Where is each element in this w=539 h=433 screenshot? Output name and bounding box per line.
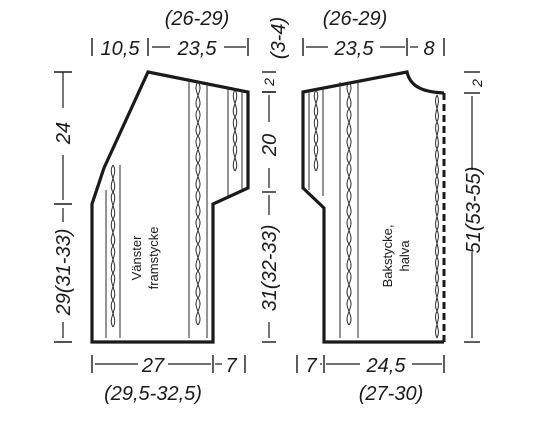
left-top-segment-a: 10,5 [101, 38, 141, 60]
left-front-piece: Vänster framstycke [90, 70, 250, 344]
cable-column-back-center [339, 80, 359, 338]
back-half-outline [301, 70, 445, 344]
left-piece-name-line1: Vänster [129, 235, 144, 280]
left-piece-name-line2: framstycke [146, 227, 161, 290]
right-total-length-sizes: 51(53-55) [463, 167, 485, 254]
left-front-outline [90, 70, 250, 344]
left-top-segment-b: 23,5 [177, 38, 218, 60]
cable-column-back-right [435, 94, 439, 339]
left-top-width-sizes: (26-29) [165, 8, 229, 30]
back-piece-name-line2: halva [397, 240, 412, 272]
cable-column-right [227, 88, 243, 196]
right-top-segment-a: 23,5 [334, 38, 375, 60]
left-lower-length-sizes: 29(31-33) [53, 229, 75, 317]
right-bottom-dimensions: 7 24,5 (27-30) [296, 355, 445, 405]
right-bottom-band: 7 [305, 355, 317, 377]
left-shoulder-slope-sizes: (3-4) [268, 17, 290, 59]
left-bottom-dimensions: 27 7 (29,5-32,5) [91, 355, 246, 405]
left-bottom-width-sizes: (29,5-32,5) [104, 383, 202, 405]
middle-armhole-depth: 20 [259, 134, 281, 157]
left-top-dimensions: (26-29) 10,5 23,5 [91, 8, 249, 60]
left-vertical-dimensions: 24 29(31-33) [53, 71, 75, 343]
right-top-segment-b: 8 [423, 38, 434, 60]
right-vertical-dimensions: 2 51(53-55) [463, 71, 485, 343]
middle-lower-length-sizes: 31(32-33) [259, 225, 281, 312]
middle-vertical-dimensions: 20 31(32-33) [259, 91, 281, 343]
left-armhole-depth: 24 [53, 122, 75, 145]
right-top-width-sizes: (26-29) [323, 8, 387, 30]
left-bottom-width: 27 [141, 355, 165, 377]
cable-column-left [105, 164, 121, 338]
back-piece-name-line1: Bakstycke, [380, 225, 395, 288]
left-shoulder-slope: (3-4) 2 [261, 17, 290, 93]
left-bottom-band: 7 [225, 355, 237, 377]
cable-column-center [188, 80, 208, 338]
right-shoulder-slope: 2 [469, 79, 485, 88]
left-shoulder-slope-small: 2 [261, 78, 277, 87]
right-bottom-width-sizes: (27-30) [359, 383, 423, 405]
cable-column-back-left [308, 88, 324, 196]
right-bottom-width: 24,5 [366, 355, 407, 377]
right-top-dimensions: (26-29) 23,5 8 [302, 8, 445, 60]
back-half-piece: Bakstycke, halva [301, 70, 446, 344]
